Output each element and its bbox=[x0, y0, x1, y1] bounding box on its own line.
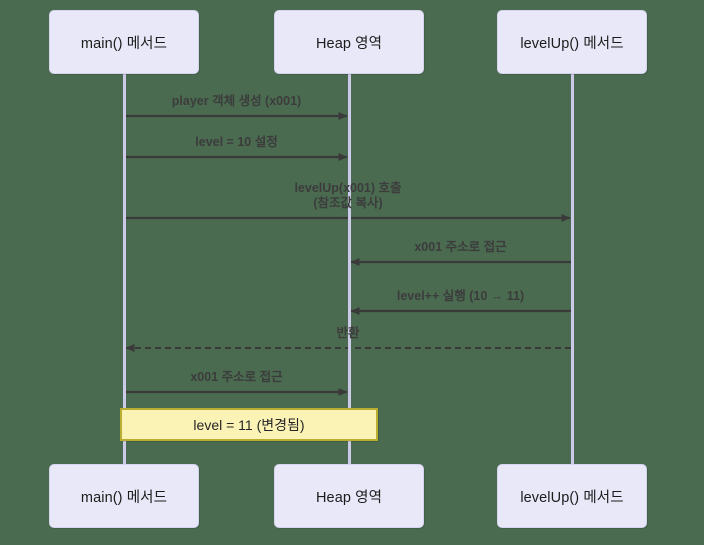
participant-label: levelUp() 메서드 bbox=[520, 489, 624, 506]
lifeline-heap bbox=[348, 74, 351, 464]
participant-label: Heap 영역 bbox=[315, 489, 383, 506]
participant-box-top-main[interactable]: main() 메서드 bbox=[49, 10, 199, 74]
message-label-m4: x001 주소로 접근 bbox=[414, 240, 507, 254]
lifeline-levelup bbox=[571, 74, 574, 464]
note-label: level = 11 (변경됨) bbox=[193, 416, 305, 433]
participant-box-bottom-heap[interactable]: Heap 영역 bbox=[274, 464, 424, 528]
participant-label: main() 메서드 bbox=[80, 489, 168, 506]
participant-label: main() 메서드 bbox=[80, 35, 168, 52]
message-label-m3: levelUp(x001) 호출 (참조값 복사) bbox=[294, 181, 402, 210]
message-label-m5: level++ 실행 (10 → 11) bbox=[396, 289, 525, 303]
participant-box-bottom-levelup[interactable]: levelUp() 메서드 bbox=[497, 464, 647, 528]
participant-box-top-levelup[interactable]: levelUp() 메서드 bbox=[497, 10, 647, 74]
lifeline-main bbox=[123, 74, 126, 464]
message-label-m2: level = 10 설정 bbox=[195, 135, 278, 149]
participant-box-bottom-main[interactable]: main() 메서드 bbox=[49, 464, 199, 528]
participant-box-top-heap[interactable]: Heap 영역 bbox=[274, 10, 424, 74]
note-box[interactable]: level = 11 (변경됨) bbox=[120, 408, 378, 441]
message-label-m1: player 객체 생성 (x001) bbox=[171, 94, 302, 108]
participant-label: levelUp() 메서드 bbox=[520, 35, 624, 52]
message-label-m7: x001 주소로 접근 bbox=[190, 370, 283, 384]
message-label-m6: 반환 bbox=[336, 326, 360, 340]
participant-label: Heap 영역 bbox=[315, 35, 383, 52]
